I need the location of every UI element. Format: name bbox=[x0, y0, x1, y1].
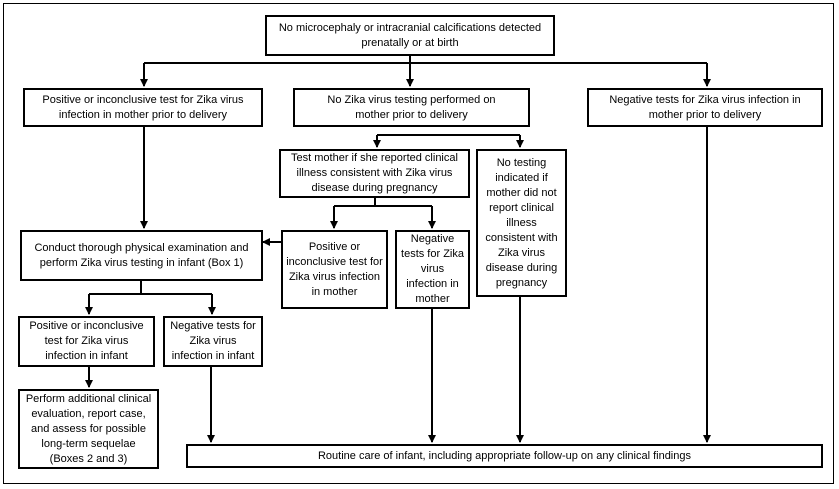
box-positive-mother-prior-delivery: Positive or inconclusive test for Zika v… bbox=[23, 88, 263, 127]
box-conduct-physical-exam: Conduct thorough physical examination an… bbox=[20, 230, 263, 281]
box-perform-additional-evaluation-text: Perform additional clinical evaluation, … bbox=[25, 392, 152, 465]
box-test-mother-if-illness: Test mother if she reported clinical ill… bbox=[279, 149, 470, 198]
figure-frame bbox=[3, 3, 834, 484]
box-routine-care: Routine care of infant, including approp… bbox=[186, 444, 823, 468]
box-positive-infant-test: Positive or inconclusive test for Zika v… bbox=[18, 316, 155, 367]
box-positive-infant-test-text: Positive or inconclusive test for Zika v… bbox=[29, 320, 144, 362]
box-negative-mother-test: Negative tests for Zika virus infection … bbox=[395, 230, 470, 309]
box-no-testing-indicated: No testing indicated if mother did not r… bbox=[476, 149, 567, 297]
box-conduct-physical-exam-text: Conduct thorough physical examination an… bbox=[34, 241, 249, 269]
box-positive-mother-prior-delivery-text: Positive or inconclusive test for Zika v… bbox=[42, 93, 244, 121]
box-perform-additional-evaluation: Perform additional clinical evaluation, … bbox=[18, 389, 159, 469]
box-negative-mother-test-text: Negative tests for Zika virus infection … bbox=[401, 233, 464, 305]
box-no-testing-indicated-text: No testing indicated if mother did not r… bbox=[485, 156, 558, 289]
box-no-microcephaly: No microcephaly or intracranial calcific… bbox=[265, 15, 555, 56]
box-no-testing-on-mother-text: No Zika virus testing performed on mothe… bbox=[327, 93, 496, 121]
box-negative-mother-prior-delivery-text: Negative tests for Zika virus infection … bbox=[609, 93, 801, 121]
box-negative-mother-prior-delivery: Negative tests for Zika virus infection … bbox=[587, 88, 823, 127]
box-positive-mother-test: Positive or inconclusive test for Zika v… bbox=[281, 230, 388, 309]
box-test-mother-if-illness-text: Test mother if she reported clinical ill… bbox=[291, 152, 458, 194]
box-no-testing-on-mother: No Zika virus testing performed on mothe… bbox=[293, 88, 530, 127]
box-positive-mother-test-text: Positive or inconclusive test for Zika v… bbox=[286, 240, 383, 298]
box-routine-care-text: Routine care of infant, including approp… bbox=[317, 449, 691, 462]
box-no-microcephaly-text: No microcephaly or intracranial calcific… bbox=[278, 21, 542, 49]
box-negative-infant-test-text: Negative tests for Zika virus infection … bbox=[170, 320, 256, 362]
box-negative-infant-test: Negative tests for Zika virus infection … bbox=[163, 316, 263, 367]
